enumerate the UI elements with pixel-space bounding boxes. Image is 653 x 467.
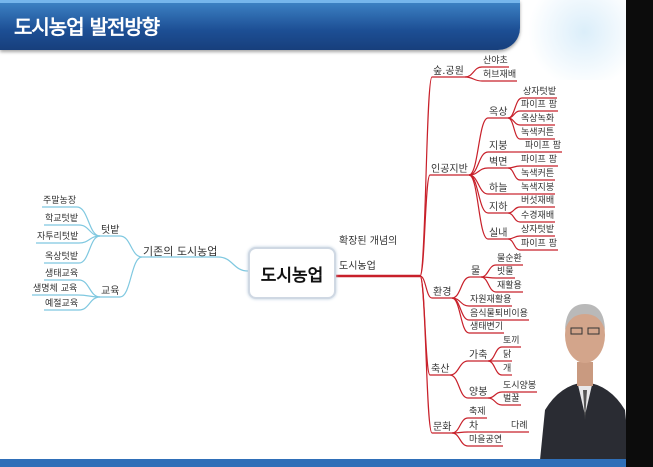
connector-line	[78, 296, 101, 311]
connector-line	[419, 275, 433, 434]
mindmap-node: 허브재배	[483, 70, 517, 80]
connector-line	[451, 276, 471, 299]
mindmap-node: 옥상녹화	[521, 114, 555, 124]
connector-line	[507, 235, 521, 240]
mindmap-node: 생태교육	[45, 269, 79, 279]
mindmap-node: 도시양봉	[503, 381, 537, 391]
mindmap-node: 도시농업	[339, 261, 376, 272]
mindmap-node: 실내	[489, 228, 508, 239]
presenter-video	[540, 304, 630, 460]
connector-line	[419, 174, 431, 277]
mindmap-node: 자원재활용	[470, 295, 512, 305]
mindmap-node: 녹색커튼	[521, 169, 555, 179]
mindmap-node: 가축	[469, 350, 488, 361]
mindmap-node: 교육	[101, 286, 120, 297]
connector-line	[468, 174, 489, 240]
connector-line	[419, 76, 433, 277]
decorative-splash	[520, 0, 627, 80]
mindmap-node: 학교텃밭	[45, 214, 79, 224]
mindmap-node: 닭	[503, 350, 512, 360]
slide-header: 도시농업 발전방향	[0, 0, 520, 50]
mindmap-node: 녹색지붕	[521, 183, 555, 193]
connector-line	[78, 279, 101, 298]
mindmap-node: 토끼	[503, 336, 520, 346]
mindmap-node: 음식물퇴비이용	[470, 309, 528, 319]
mindmap-node: 자투리텃밭	[37, 232, 79, 242]
mindmap-node: 녹색커튼	[521, 128, 555, 138]
mindmap-center-node: 도시농업	[248, 247, 336, 299]
mindmap-node: 주말농장	[43, 196, 77, 206]
connector-line	[507, 165, 521, 169]
connector-line	[507, 206, 521, 214]
mindmap-node: 생명체 교육	[33, 284, 78, 294]
mindmap-node: 지붕	[489, 141, 508, 152]
mindmap-node: 문화	[433, 422, 452, 433]
mindmap-node: 환경	[433, 287, 452, 298]
connector-line	[464, 66, 483, 78]
connector-line	[507, 212, 521, 223]
connector-line	[451, 297, 470, 334]
mindmap-node: 하늘	[489, 183, 508, 194]
slide-footer-bar	[0, 459, 626, 467]
connector-line	[487, 346, 503, 362]
mindmap-node: 벽면	[489, 157, 508, 168]
connector-line	[468, 117, 489, 176]
mindmap-node: 옥상	[489, 107, 508, 118]
mindmap-node: 빗물	[497, 267, 514, 277]
mindmap-node: 벌꿀	[503, 394, 520, 404]
connector-line	[464, 76, 483, 82]
mindmap-node: 상자텃밭	[521, 225, 555, 235]
mindmap-node: 파이프 팜	[525, 141, 561, 151]
mindmap-node: 예절교육	[45, 299, 79, 309]
mindmap-node: 확장된 개념의	[339, 236, 398, 247]
connector-line	[487, 360, 503, 376]
connector-line	[119, 235, 143, 258]
connector-line	[217, 256, 249, 272]
slide-title: 도시농업 발전방향	[14, 15, 160, 39]
connector-line	[76, 206, 101, 237]
mindmap-node: 인공지반	[431, 164, 468, 175]
connector-line	[78, 224, 101, 237]
connector-line	[78, 235, 101, 264]
mindmap-node: 수경재배	[521, 211, 555, 221]
mindmap-node: 물	[471, 266, 481, 277]
connector-line	[507, 238, 521, 251]
connector-line	[451, 432, 469, 447]
mindmap-node: 생태변기	[470, 322, 504, 332]
mindmap-node: 마을공연	[469, 435, 503, 445]
mindmap-node: 텃밭	[101, 225, 120, 236]
connector-line	[419, 275, 433, 299]
header-accent-line	[0, 0, 520, 3]
mindmap-node: 파이프 팜	[521, 100, 557, 110]
connector-line	[507, 117, 521, 140]
connector-line	[119, 256, 143, 298]
mindmap-node: 양봉	[469, 387, 488, 398]
connector-line	[487, 391, 503, 399]
connector-line	[451, 417, 469, 434]
connector-line	[449, 374, 469, 399]
connector-line	[507, 167, 521, 181]
mindmap-node: 지하	[489, 202, 508, 213]
connector-line	[480, 276, 497, 293]
mindmap-node: 차	[469, 421, 479, 432]
connector-line	[480, 264, 497, 278]
connector-line	[449, 360, 469, 376]
mindmap-node: 산야초	[483, 56, 508, 66]
mindmap-node: 다례	[511, 421, 528, 431]
mindmap-node: 상자텃밭	[523, 87, 557, 97]
video-border	[626, 0, 653, 467]
connector-line	[487, 397, 503, 406]
mindmap-node: 옥상텃밭	[45, 252, 79, 262]
mindmap-node: 기존의 도시농업	[143, 245, 218, 258]
mindmap-node: 파이프 팜	[521, 155, 557, 165]
mindmap-node: 축제	[469, 407, 486, 417]
mindmap-node: 물순환	[497, 254, 522, 264]
mindmap-node: 개	[503, 364, 512, 374]
mindmap-node: 재활용	[497, 281, 522, 291]
mindmap-node: 버섯재배	[521, 196, 555, 206]
mindmap-node: 파이프 팜	[521, 239, 557, 249]
mindmap-node: 축산	[431, 364, 450, 375]
mindmap-node: 숲.공원	[433, 66, 464, 77]
